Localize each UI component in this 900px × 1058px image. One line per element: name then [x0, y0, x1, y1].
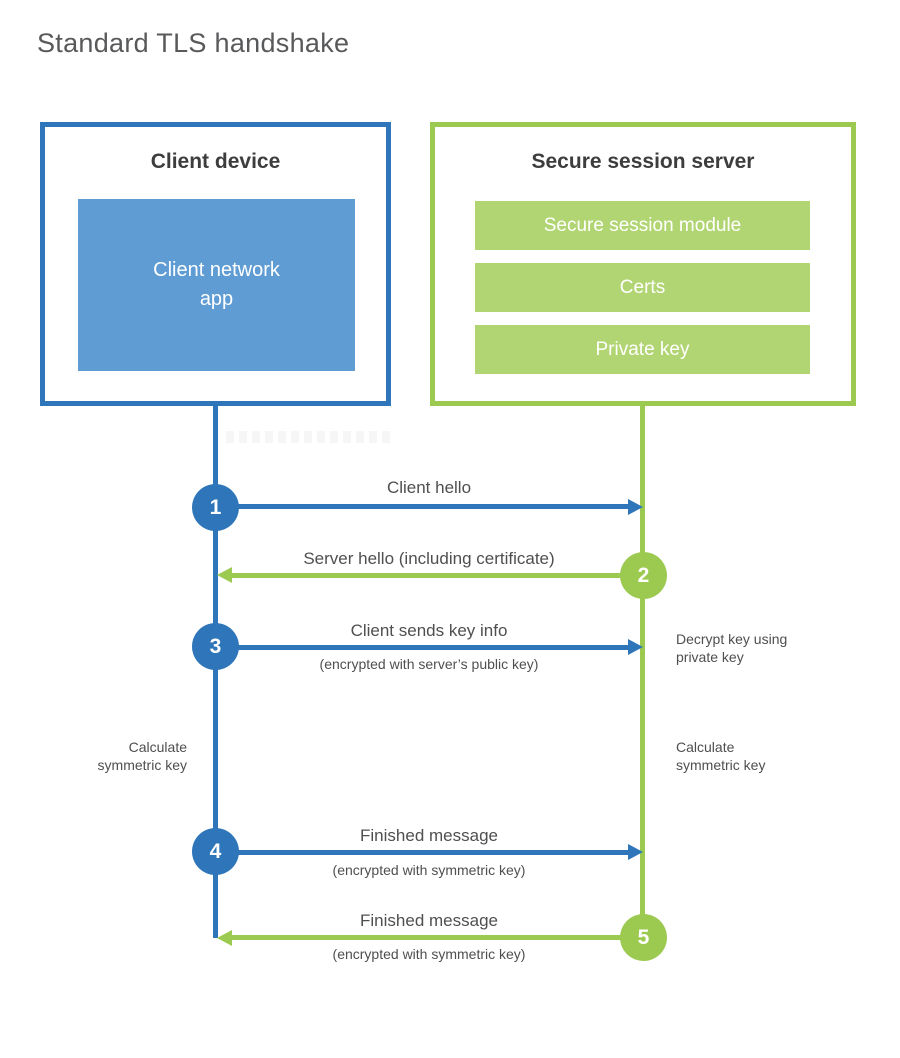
step-4-arrowhead-icon	[628, 844, 643, 860]
step-3-number: 3	[209, 634, 222, 658]
step-1-arrow-line	[215, 504, 628, 509]
step-3-sublabel: (encrypted with server’s public key)	[319, 656, 539, 672]
client-box-heading: Client device	[150, 150, 281, 173]
server-module-private-key: Private key	[475, 325, 810, 374]
step-3-arrow-line	[215, 645, 628, 650]
server-lifeline	[640, 405, 645, 938]
client-device-box: Client device Client network app	[40, 122, 391, 406]
page-title: Standard TLS handshake	[37, 28, 350, 58]
client-lifeline	[213, 405, 218, 938]
step-2-number: 2	[637, 563, 650, 587]
step-3-arrowhead-icon	[628, 639, 643, 655]
calculate-symmetric-key-note-client: Calculate symmetric key	[97, 739, 187, 773]
step-5-sublabel: (encrypted with symmetric key)	[332, 946, 526, 962]
step-5-number: 5	[637, 925, 650, 949]
server-module-secure-session: Secure session module	[475, 201, 810, 250]
server-box-heading: Secure session server	[531, 150, 755, 173]
step-4-badge: 4	[192, 828, 239, 875]
step-5-arrowhead-icon	[217, 930, 232, 946]
client-network-app-box: Client network app	[78, 199, 355, 371]
server-module-certs: Certs	[475, 263, 810, 312]
step-2-label: Server hello (including certificate)	[303, 549, 555, 568]
step-4-sublabel: (encrypted with symmetric key)	[332, 862, 526, 878]
secure-session-server-box: Secure session server Secure session mod…	[430, 122, 856, 406]
step-4-number: 4	[209, 839, 222, 863]
step-1-arrowhead-icon	[628, 499, 643, 515]
step-5-label: Finished message	[360, 911, 498, 930]
step-3-label: Client sends key info	[350, 621, 508, 640]
calculate-symmetric-key-note-server: Calculate symmetric key	[676, 739, 766, 773]
step-1-badge: 1	[192, 484, 239, 531]
step-2-badge: 2	[620, 552, 667, 599]
step-4-label: Finished message	[360, 826, 498, 845]
step-1-label: Client hello	[386, 478, 472, 497]
step-4-arrow-line	[215, 850, 628, 855]
step-2-arrowhead-icon	[217, 567, 232, 583]
step-2-arrow-line	[231, 573, 643, 578]
decrypt-key-note: Decrypt key using private key	[676, 631, 788, 665]
step-1-number: 1	[209, 495, 222, 519]
step-5-badge: 5	[620, 914, 667, 961]
faint-dashed-artifact	[226, 431, 390, 443]
step-3-badge: 3	[192, 623, 239, 670]
step-5-arrow-line	[231, 935, 643, 940]
